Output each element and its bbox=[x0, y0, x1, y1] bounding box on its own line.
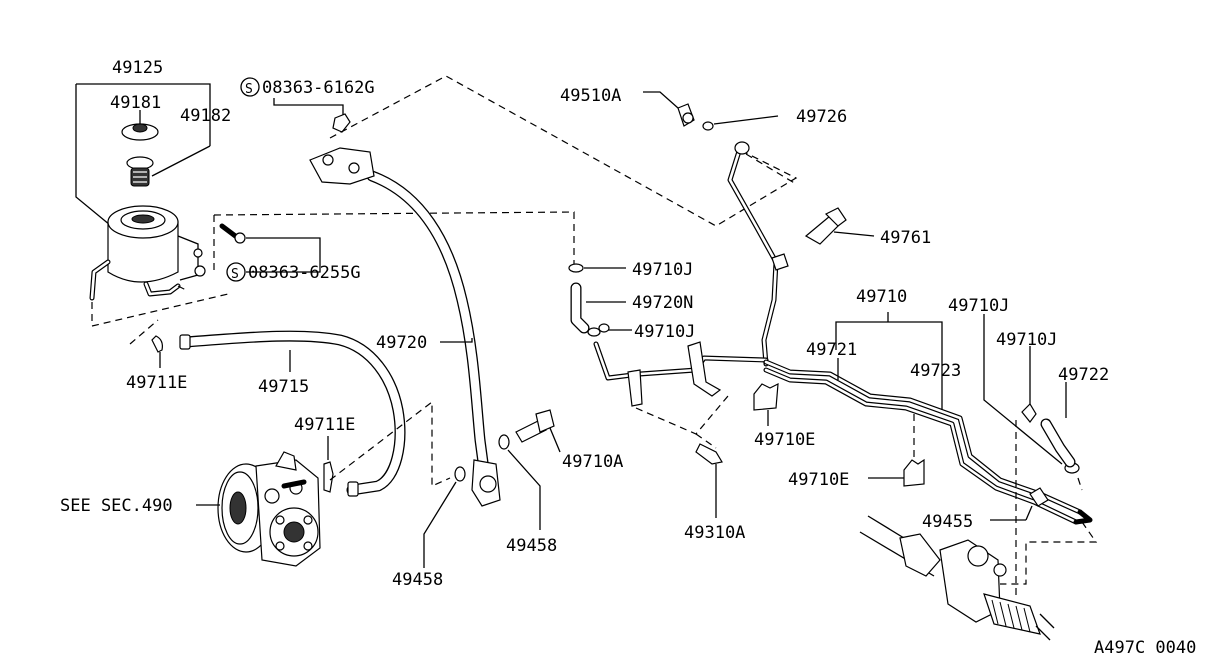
label-08363-6162g: 08363-6162G bbox=[262, 78, 375, 98]
washer-49458-left bbox=[423, 466, 466, 568]
label-49710j-b: 49710J bbox=[634, 322, 695, 342]
pipe-bundle-49721-49723 bbox=[763, 359, 1093, 525]
s-symbol-a: S bbox=[245, 82, 253, 97]
reservoir-tank-icon bbox=[89, 205, 206, 301]
label-49710e-a: 49710E bbox=[754, 430, 815, 450]
hose-49720n bbox=[568, 262, 632, 337]
label-49723: 49723 bbox=[910, 361, 961, 381]
connector-49510a bbox=[643, 91, 695, 127]
label-49721: 49721 bbox=[806, 340, 857, 360]
clamp-49711e-lower bbox=[323, 436, 334, 493]
label-49710: 49710 bbox=[856, 287, 907, 307]
return-pipe bbox=[593, 341, 769, 449]
clamp-49711e-upper bbox=[129, 319, 163, 368]
label-49711e-b: 49711E bbox=[294, 415, 355, 435]
s-symbol-icon bbox=[226, 262, 246, 282]
label-49510a: 49510A bbox=[560, 86, 621, 106]
banjo-bolt-49710a bbox=[515, 409, 561, 453]
reservoir-assembly bbox=[75, 83, 575, 327]
bolt-6255g: S 08363-6255G bbox=[219, 223, 361, 283]
label-49715: 49715 bbox=[258, 377, 309, 397]
label-49125: 49125 bbox=[112, 58, 163, 78]
drawing-code: A497C 0040 bbox=[1094, 638, 1196, 658]
bolt-6162g: S 08363-6162G bbox=[240, 77, 375, 133]
s-symbol-icon bbox=[240, 77, 260, 97]
label-49726: 49726 bbox=[796, 107, 847, 127]
washer-49726 bbox=[702, 115, 779, 131]
label-49722: 49722 bbox=[1058, 365, 1109, 385]
label-49711e-a: 49711E bbox=[126, 373, 187, 393]
pressure-pipe bbox=[727, 141, 797, 367]
label-49710j-a: 49710J bbox=[632, 260, 693, 280]
label-49710a: 49710A bbox=[562, 452, 623, 472]
valve-49761 bbox=[804, 207, 875, 245]
label-49720n: 49720N bbox=[632, 293, 693, 313]
s-symbol-b: S bbox=[231, 267, 239, 282]
label-49458-b: 49458 bbox=[506, 536, 557, 556]
bolt-49310a bbox=[695, 443, 723, 518]
hose-49722 bbox=[1040, 382, 1076, 468]
label-49720: 49720 bbox=[376, 333, 427, 353]
steering-gear-icon bbox=[859, 515, 1055, 641]
label-49310a: 49310A bbox=[684, 523, 745, 543]
label-49455: 49455 bbox=[922, 512, 973, 532]
clip-49455 bbox=[990, 487, 1049, 521]
reservoir-strainer-icon bbox=[126, 156, 154, 187]
label-49710j-c: 49710J bbox=[948, 296, 1009, 316]
label-see-sec-490: SEE SEC.490 bbox=[60, 496, 173, 516]
label-08363-6255g: 08363-6255G bbox=[248, 263, 361, 283]
label-49710j-d: 49710J bbox=[996, 330, 1057, 350]
power-steering-pump-icon bbox=[217, 451, 321, 567]
hose-49715 bbox=[179, 330, 406, 497]
hose-49720 bbox=[309, 147, 501, 507]
reservoir-cap-icon bbox=[121, 123, 159, 141]
clamp-49710e-lower bbox=[868, 458, 925, 487]
label-49182: 49182 bbox=[180, 106, 231, 126]
washer-49458-right bbox=[498, 434, 541, 530]
clamp-49710j-far bbox=[1021, 346, 1037, 423]
label-49710e-b: 49710E bbox=[788, 470, 849, 490]
label-49181: 49181 bbox=[110, 93, 161, 113]
label-49761: 49761 bbox=[880, 228, 931, 248]
label-49458-a: 49458 bbox=[392, 570, 443, 590]
clamp-49710e-upper bbox=[753, 382, 779, 426]
